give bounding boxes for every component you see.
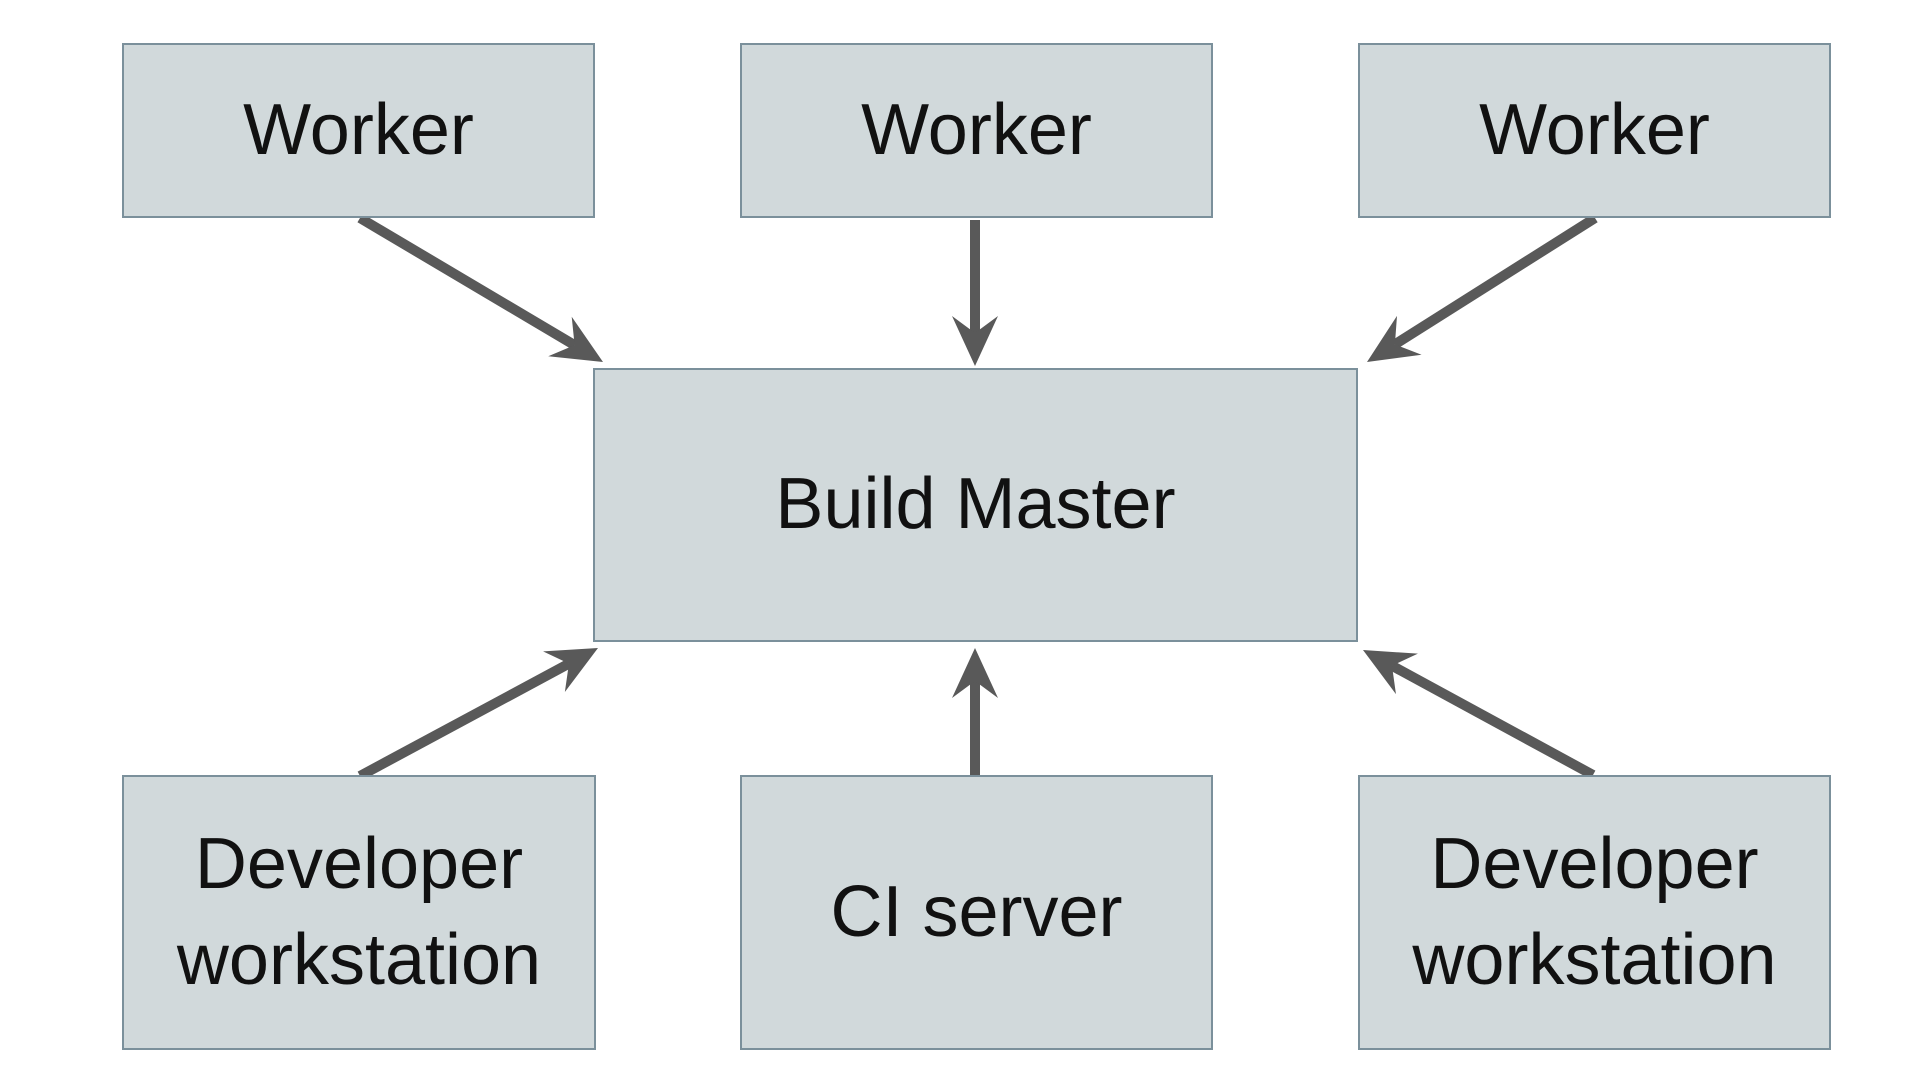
node-worker-1: Worker [122, 43, 595, 218]
node-label: Developer workstation [1412, 824, 1777, 1000]
node-label: Developer workstation [176, 824, 542, 1000]
node-label: Worker [243, 89, 474, 170]
arrow-worker-2-to-build-master [952, 220, 998, 366]
arrow-worker-1-to-build-master [357, 213, 603, 362]
node-ci-server: CI server [740, 775, 1213, 1050]
arrow-shaft [1392, 213, 1598, 349]
arrow-developer-workstation-right-to-build-master [1363, 650, 1596, 780]
node-worker-2: Worker [740, 43, 1213, 218]
arrowhead-icon [543, 648, 598, 692]
node-build-master: Build Master [593, 368, 1358, 642]
node-label: Worker [861, 89, 1092, 170]
arrowhead-icon [1363, 650, 1418, 695]
node-label: Build Master [775, 464, 1176, 545]
arrow-shaft [357, 213, 578, 350]
arrowhead-icon [548, 316, 603, 362]
node-developer-workstation-left: Developer workstation [122, 775, 596, 1050]
arrowhead-icon [952, 648, 998, 698]
arrow-ci-server-to-build-master [952, 648, 998, 775]
node-worker-3: Worker [1358, 43, 1831, 218]
arrowhead-icon [1367, 315, 1422, 362]
arrow-shaft [1389, 661, 1596, 780]
arrow-shaft [357, 659, 572, 781]
arrow-worker-3-to-build-master [1367, 213, 1598, 362]
node-label: CI server [830, 871, 1123, 952]
arrowhead-icon [952, 316, 998, 366]
arrow-developer-workstation-left-to-build-master [357, 648, 598, 781]
node-label: Worker [1479, 89, 1710, 170]
node-developer-workstation-right: Developer workstation [1358, 775, 1831, 1050]
